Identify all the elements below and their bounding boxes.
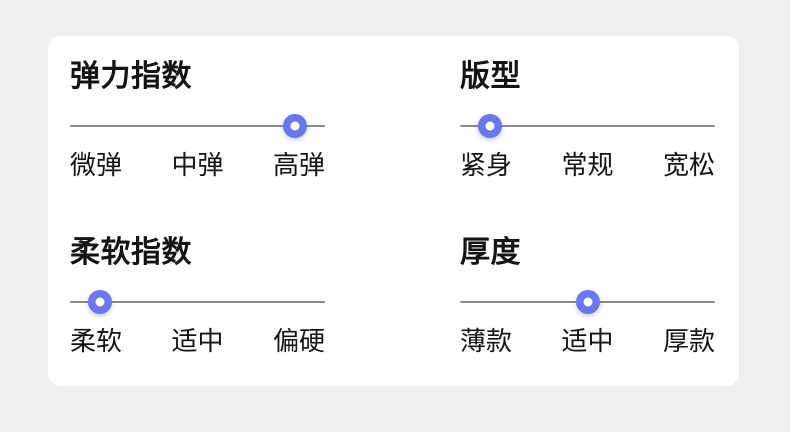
slider-option-label: 柔软 <box>70 326 123 356</box>
attribute-panel-fit: 版型 紧身 常规 宽松 <box>460 61 715 180</box>
slider-option-label: 微弹 <box>70 150 123 180</box>
product-attributes-card: 弹力指数 微弹 中弹 高弹 版型 紧身 常规 宽松 柔软指数 柔软 <box>48 36 739 386</box>
slider-knob[interactable] <box>282 114 307 138</box>
panel-title-elasticity: 弹力指数 <box>70 60 192 93</box>
slider-track <box>460 125 715 127</box>
slider-option-label: 高弹 <box>272 150 325 180</box>
slider-labels: 紧身 常规 宽松 <box>460 150 715 180</box>
panel-title-softness: 柔软指数 <box>70 236 192 269</box>
slider-labels: 柔软 适中 偏硬 <box>70 326 325 356</box>
slider-track <box>70 301 325 303</box>
slider-option-label: 紧身 <box>460 150 513 180</box>
softness-slider[interactable] <box>70 290 325 314</box>
panel-title-thickness: 厚度 <box>460 236 521 269</box>
fit-slider[interactable] <box>460 114 715 138</box>
slider-labels: 薄款 适中 厚款 <box>460 326 715 356</box>
slider-knob[interactable] <box>575 290 600 314</box>
slider-track <box>70 125 325 127</box>
slider-option-label: 常规 <box>561 150 614 180</box>
attribute-panel-softness: 柔软指数 柔软 适中 偏硬 <box>70 237 325 356</box>
elasticity-slider[interactable] <box>70 114 325 138</box>
slider-option-label: 适中 <box>171 326 224 356</box>
slider-knob[interactable] <box>88 290 113 314</box>
attribute-panel-elasticity: 弹力指数 微弹 中弹 高弹 <box>70 61 325 180</box>
attribute-panel-thickness: 厚度 薄款 适中 厚款 <box>460 237 715 356</box>
thickness-slider[interactable] <box>460 290 715 314</box>
slider-option-label: 中弹 <box>171 150 224 180</box>
panel-title-fit: 版型 <box>460 60 521 93</box>
slider-option-label: 薄款 <box>460 326 513 356</box>
slider-option-label: 宽松 <box>662 150 715 180</box>
slider-option-label: 适中 <box>561 326 614 356</box>
slider-knob[interactable] <box>478 114 503 138</box>
slider-option-label: 偏硬 <box>272 326 325 356</box>
slider-option-label: 厚款 <box>662 326 715 356</box>
slider-labels: 微弹 中弹 高弹 <box>70 150 325 180</box>
